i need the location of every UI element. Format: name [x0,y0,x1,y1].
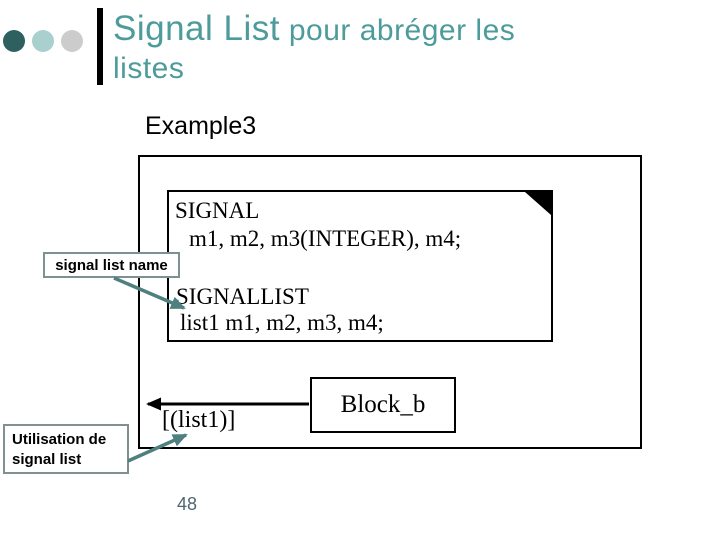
bullet-dot-light-icon [32,30,54,52]
code-line: m1, m2, m3(INTEGER), m4; [189,226,462,251]
bullet-dot-dark-icon [3,30,25,52]
callout-usage: Utilisation de signal list [3,424,129,474]
code-line: SIGNAL [175,198,260,223]
block-b-label: Block_b [340,391,426,418]
folded-corner-icon [525,192,551,215]
slide-title-rest: pour abréger les [279,14,516,47]
block-b-box: Block_b [310,377,456,433]
code-line: list1 m1, m2, m3, m4; [180,310,384,335]
slide-title-line2: listes [113,52,185,85]
callout-signal-list-name-label: signal list name [55,256,168,274]
callout-usage-line1: Utilisation de [12,431,107,448]
slide-title-emphasis: Signal List [113,9,280,48]
slide-title-line1: Signal List pour abréger les [113,8,633,52]
title-accent-bar [97,8,103,85]
code-box: SIGNAL m1, m2, m3(INTEGER), m4; SIGNALLI… [167,190,553,342]
callout-signal-list-name: signal list name [43,252,180,278]
code-line: SIGNALLIST [176,284,309,309]
page-number: 48 [177,494,198,514]
callout-usage-line2: signal list [12,451,82,468]
bullet-dot-gray-icon [61,30,83,52]
usage-expression: [(list1)] [162,407,236,433]
example-label: Example3 [145,112,257,140]
slide-title: Signal List pour abréger les listes [113,8,633,86]
